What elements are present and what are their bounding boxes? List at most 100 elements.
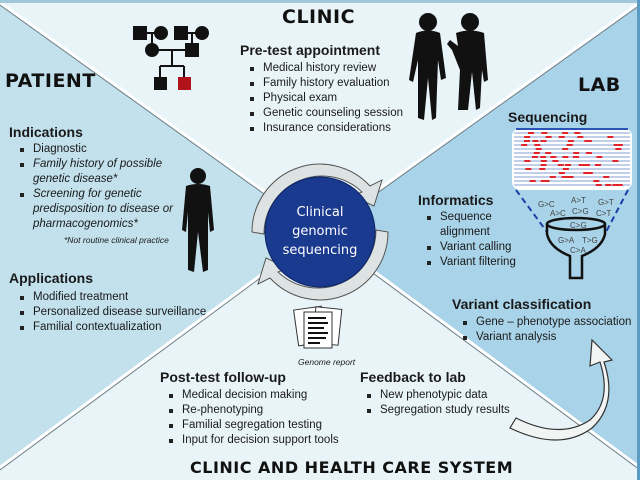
read-mismatch-mark — [532, 140, 539, 142]
list-item: Family history evaluation — [247, 76, 403, 91]
read-mismatch-mark — [521, 144, 528, 146]
funnel-mutation-label: C>G — [570, 221, 587, 230]
lab-region — [320, 3, 640, 468]
list-item: Sequence alignment — [424, 210, 518, 240]
funnel-mutation-label: C>A — [570, 246, 586, 255]
list-item: New phenotypic data — [364, 388, 510, 403]
clinic-health-system-title: CLINIC AND HEALTH CARE SYSTEM — [190, 458, 514, 477]
read-mismatch-mark — [523, 140, 530, 142]
indications-section: Indications Diagnostic Family history of… — [9, 124, 179, 232]
sequencing-heading: Sequencing — [508, 109, 588, 125]
read-mismatch-mark — [562, 132, 569, 134]
list-item: Variant calling — [424, 240, 518, 255]
center-label-line: Clinical — [296, 205, 344, 220]
read-mismatch-mark — [539, 168, 546, 170]
list-item: Medical history review — [247, 61, 403, 76]
list-item: Variant analysis — [460, 330, 631, 345]
read-mismatch-mark — [540, 164, 547, 166]
feedback-section: Feedback to lab New phenotypic data Segr… — [360, 369, 510, 418]
variant-filter-funnel-icon — [545, 216, 607, 280]
feedback-heading: Feedback to lab — [360, 369, 466, 385]
read-mismatch-mark — [564, 164, 571, 166]
read-mismatch-mark — [562, 148, 569, 150]
post-test-heading: Post-test follow-up — [160, 369, 286, 385]
list-item: Familial segregation testing — [166, 418, 339, 433]
read-mismatch-mark — [616, 184, 623, 186]
funnel-mutation-label: C>T — [596, 209, 611, 218]
read-mismatch-mark — [562, 168, 569, 170]
genome-report-label: Genome report — [298, 357, 356, 367]
read-mismatch-mark — [577, 136, 584, 138]
list-item: Diagnostic — [17, 142, 179, 157]
funnel-mutation-label: G>C — [538, 200, 555, 209]
read-mismatch-mark — [525, 168, 532, 170]
patient-and-doctor-silhouette-icon — [409, 13, 488, 120]
variant-classification-heading: Variant classification — [452, 296, 592, 312]
informatics-section: Informatics Sequence alignment Variant c… — [418, 192, 518, 270]
funnel-mutation-label: A>T — [571, 196, 586, 205]
read-mismatch-mark — [585, 152, 592, 154]
list-item: Medical decision making — [166, 388, 339, 403]
read-mismatch-mark — [545, 152, 552, 154]
read-mismatch-mark — [557, 164, 564, 166]
post-test-list: Medical decision making Re-phenotyping F… — [166, 388, 339, 448]
pre-test-heading: Pre-test appointment — [240, 42, 381, 58]
read-mismatch-mark — [541, 132, 548, 134]
sequencing-reads-icon — [512, 128, 632, 190]
read-mismatch-mark — [558, 136, 565, 138]
list-item: Insurance considerations — [247, 121, 403, 136]
read-mismatch-mark — [573, 152, 580, 154]
list-item: Modified treatment — [17, 290, 206, 305]
top-border — [0, 0, 640, 3]
variant-classification-section: Variant classification Gene – phenotype … — [452, 296, 631, 345]
read-mismatch-mark — [566, 144, 573, 146]
read-mismatch-mark — [550, 156, 557, 158]
read-mismatch-mark — [612, 160, 619, 162]
feedback-list: New phenotypic data Segregation study re… — [364, 388, 510, 418]
curved-feedback-arrow-icon — [509, 338, 614, 441]
read-mismatch-mark — [540, 156, 547, 158]
read-mismatch-mark — [540, 180, 547, 182]
patient-region — [0, 3, 320, 468]
read-mismatch-mark — [595, 184, 602, 186]
read-mismatch-mark — [607, 136, 614, 138]
patient-silhouette-icon — [182, 168, 214, 272]
read-mismatch-mark — [585, 140, 592, 142]
list-item: Re-phenotyping — [166, 403, 339, 418]
read-mismatch-mark — [583, 172, 590, 174]
list-item: Gene – phenotype association — [460, 315, 631, 330]
list-item: Familial contextualization — [17, 320, 206, 335]
read-mismatch-mark — [616, 144, 623, 146]
read-mismatch-mark — [528, 132, 535, 134]
read-mismatch-mark — [578, 164, 585, 166]
indications-footnote: *Not routine clinical practice — [64, 235, 169, 245]
center-circle — [264, 176, 376, 288]
read-mismatch-mark — [586, 172, 593, 174]
read-mismatch-mark — [552, 160, 559, 162]
informatics-list: Sequence alignment Variant calling Varia… — [424, 210, 518, 270]
center-label: Clinical genomic sequencing — [265, 203, 375, 260]
read-mismatch-mark — [562, 156, 569, 158]
funnel-mutation-label: A>C — [550, 209, 566, 218]
read-mismatch-mark — [594, 164, 601, 166]
read-mismatch-mark — [540, 140, 547, 142]
list-item: Variant filtering — [424, 255, 518, 270]
read-mismatch-mark — [545, 136, 552, 138]
read-mismatch-mark — [583, 164, 590, 166]
patient-title: PATIENT — [5, 70, 96, 92]
center-label-line: genomic — [292, 224, 348, 239]
list-item: Physical exam — [247, 91, 403, 106]
funnel-mutation-label: G>T — [598, 198, 614, 207]
applications-section: Applications Modified treatment Personal… — [9, 270, 206, 335]
list-item: Screening for genetic predisposition to … — [17, 187, 179, 232]
read-mismatch-mark — [524, 160, 531, 162]
read-mismatch-mark — [612, 184, 619, 186]
read-mismatch-mark — [615, 148, 622, 150]
post-test-section: Post-test follow-up Medical decision mak… — [160, 369, 339, 448]
read-mismatch-mark — [613, 144, 620, 146]
read-mismatch-mark — [531, 156, 538, 158]
read-mismatch-mark — [558, 172, 565, 174]
list-item: Segregation study results — [364, 403, 510, 418]
health-system-region — [0, 232, 640, 480]
read-mismatch-mark — [567, 140, 574, 142]
